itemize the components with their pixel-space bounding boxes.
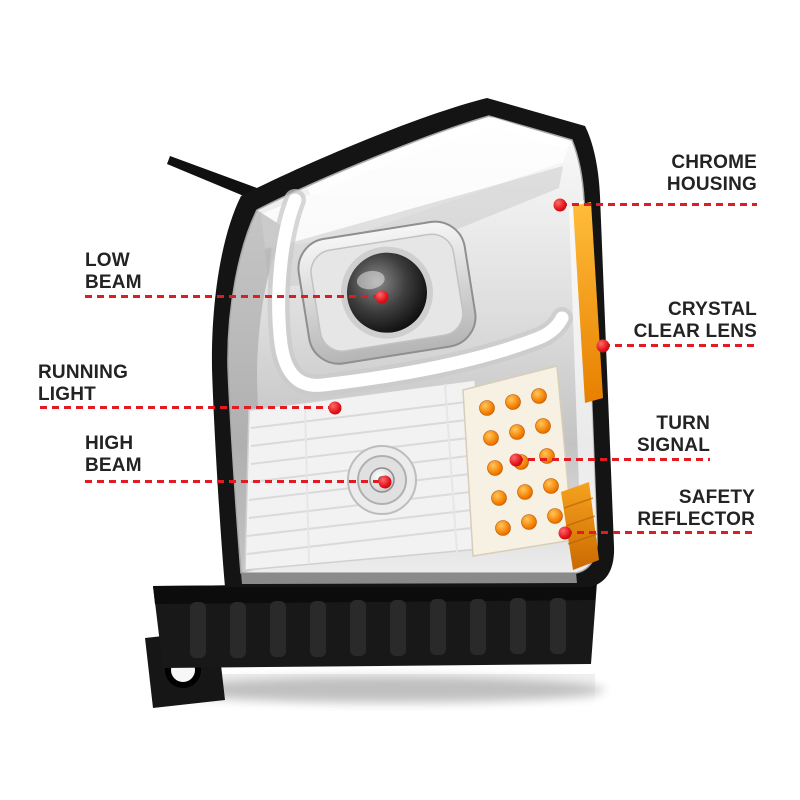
top-chrome-band [261, 122, 569, 248]
callout-dot-safety-reflector [558, 526, 572, 539]
callout-label-crystal-clear-lens: CRYSTAL CLEAR LENS [634, 299, 757, 343]
callout-dot-turn-signal [509, 453, 523, 466]
callout-text: LIGHT [38, 384, 96, 405]
callout-leader-high-beam [85, 475, 392, 488]
callout-text: CLEAR LENS [633, 321, 757, 342]
callout-label-running-light: RUNNING LIGHT [38, 362, 128, 406]
callout-text: REFLECTOR [637, 509, 755, 530]
callout-dot-chrome-housing [553, 198, 567, 211]
callout-leader-low-beam [85, 290, 389, 303]
callout-label-turn-signal: TURN SIGNAL [637, 413, 710, 457]
callout-dot-running-light [328, 401, 342, 414]
callout-leader-chrome-housing [553, 198, 757, 211]
amber-side-marker [573, 202, 603, 403]
callout-dot-crystal-clear-lens [596, 339, 610, 352]
callout-text: HIGH [85, 433, 134, 454]
adjuster-tab [167, 156, 257, 199]
callout-leader-safety-reflector [558, 526, 757, 539]
callout-label-chrome-housing: CHROME HOUSING [667, 152, 757, 196]
callout-text: HOUSING [666, 174, 757, 195]
callout-dot-high-beam [378, 475, 392, 488]
callout-text: SAFETY [678, 487, 755, 508]
high-beam-area [244, 379, 492, 571]
callout-dot-low-beam [375, 290, 389, 303]
reflection [175, 674, 595, 708]
callout-text: TURN [656, 413, 710, 434]
callout-leader-running-light [40, 401, 342, 414]
headlight-product-image [145, 78, 645, 718]
callout-label-safety-reflector: SAFETY REFLECTOR [637, 487, 755, 531]
callout-label-low-beam: LOW BEAM [85, 250, 142, 294]
callout-text: BEAM [85, 455, 142, 476]
callout-label-high-beam: HIGH BEAM [85, 433, 142, 477]
callout-text: CRYSTAL [667, 299, 757, 320]
bottom-chrome-lip [241, 573, 577, 584]
headlight-illustration [145, 98, 615, 708]
callout-text: CHROME [671, 152, 757, 173]
mounting-bracket [153, 582, 597, 668]
callout-text: BEAM [85, 272, 142, 293]
callout-text: RUNNING [38, 362, 129, 383]
callout-text: SIGNAL [637, 435, 710, 456]
drl-light-bar [267, 117, 573, 397]
callout-leader-crystal-clear-lens [596, 339, 757, 352]
safety-reflector-part [561, 482, 599, 570]
callout-leader-turn-signal [509, 453, 710, 466]
callout-text: LOW [85, 250, 130, 271]
crystal-lens-edge [569, 200, 597, 542]
